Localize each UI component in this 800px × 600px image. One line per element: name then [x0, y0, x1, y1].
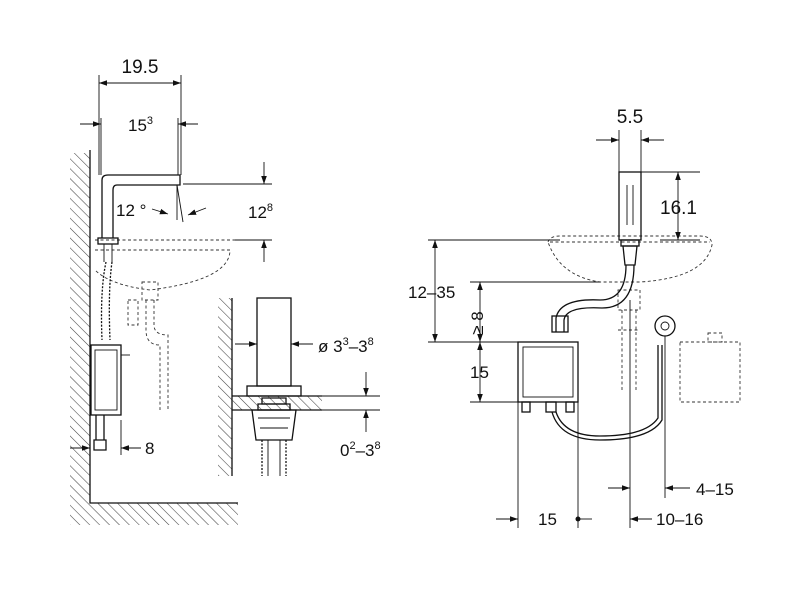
spout-body-detail	[256, 297, 292, 387]
dim-deck-thickness: 02–38	[340, 440, 381, 460]
faucet-spout	[101, 174, 181, 238]
basin-outline	[94, 239, 235, 291]
right-front-view: 5.5 16.1 12–35 ≥ 8 15 15 10–16	[408, 107, 741, 529]
dim-spout-height: 128	[248, 202, 273, 222]
dim-cable-range-a: 10–16	[656, 510, 703, 529]
deck-mount-detail: ø 33–38 02–38	[218, 297, 381, 476]
flex-hose-left	[100, 261, 113, 341]
dim-cable-range-b: 4–15	[696, 480, 734, 499]
spout-front	[618, 171, 642, 241]
connector	[654, 315, 676, 337]
dim-box-height: 15	[470, 363, 489, 382]
control-box-left	[90, 344, 122, 416]
dim-cable-clearance: 8	[145, 439, 154, 458]
dim-box-depth: 12–35	[408, 283, 455, 302]
dim-hole-diameter: ø 33–38	[318, 336, 374, 356]
dim-spout-width: 5.5	[617, 107, 643, 128]
wall-hatch	[70, 153, 90, 503]
wall-outline	[89, 150, 238, 504]
deck-plate	[232, 396, 322, 410]
dim-angle: 12 °	[116, 201, 146, 220]
control-box-right	[517, 341, 579, 403]
basin-front	[547, 235, 713, 283]
left-side-view: 19.5 153 12 ° 128 8	[70, 57, 273, 525]
floor-hatch	[70, 503, 238, 525]
flex-hose-right	[555, 264, 635, 332]
siphon	[141, 281, 169, 410]
dim-spout-reach: 19.5	[122, 57, 159, 78]
cable-right	[551, 345, 663, 441]
dim-box-width: 15	[538, 510, 557, 529]
dim-spout-height-front: 16.1	[660, 198, 697, 219]
dim-min-depth: ≥ 8	[468, 311, 487, 335]
wall-socket	[679, 341, 741, 403]
dim-outlet-offset: 153	[128, 115, 153, 135]
